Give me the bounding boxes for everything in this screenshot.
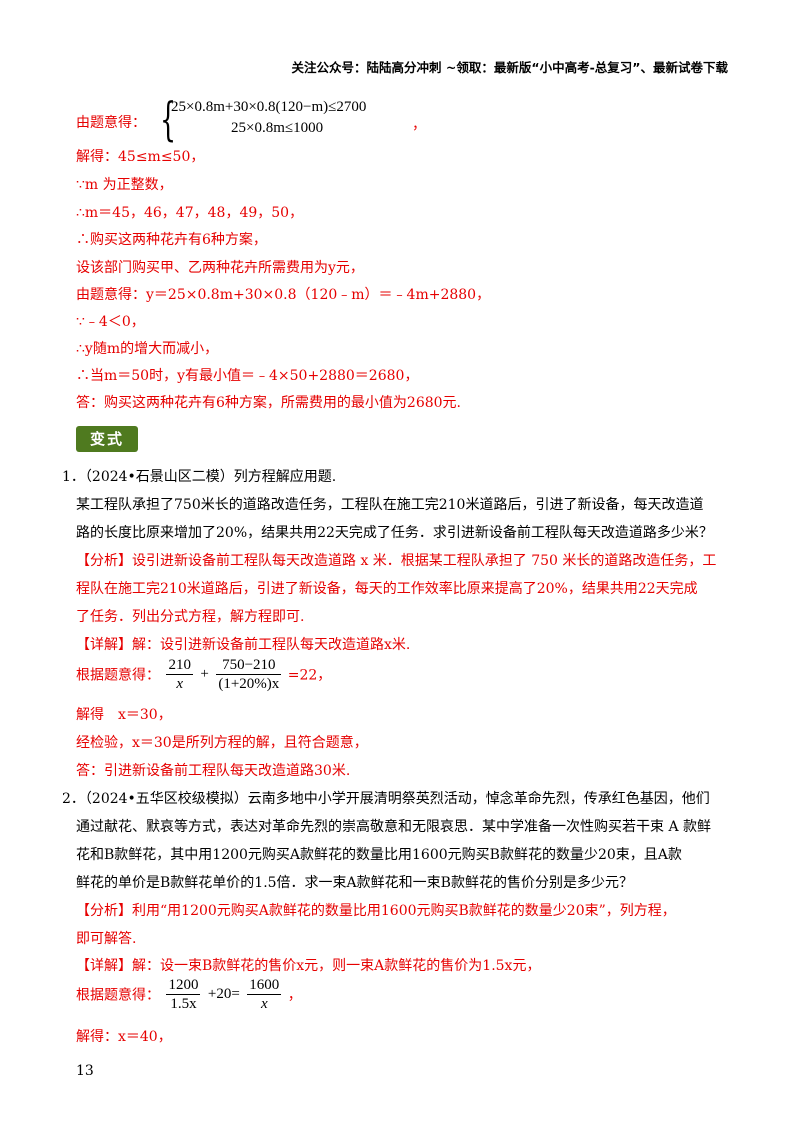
q2-analysis-line: 即可解答. xyxy=(76,931,137,947)
q1-fraction-1: 210 x xyxy=(166,656,193,693)
solution-line: 答：购买这两种花卉有6种方案，所需费用的最小值为2680元. xyxy=(76,395,461,411)
solution-line: 解得：45≤m≤50， xyxy=(76,149,205,165)
q2-equation: 根据题意得： 1200 1.5x +20= 1600 x ， xyxy=(76,976,302,1013)
q2-frac2-den: x xyxy=(260,996,268,1012)
q1-equation: 根据题意得： 210 x + 750−210 (1+20%)x =22， xyxy=(76,656,331,693)
q1-plus: + xyxy=(200,666,209,682)
q1-body-line: 路的长度比原来增加了20%，结果共用22天完成了任务．求引进新设备前工程队每天改… xyxy=(76,525,713,541)
q2-fraction-1: 1200 1.5x xyxy=(166,976,201,1013)
variant-badge: 变式 xyxy=(76,426,138,452)
solution-line: ∴当m＝50时，y有最小值＝﹣4×50+2880＝2680， xyxy=(76,368,419,384)
q1-frac1-num: 210 xyxy=(166,657,193,675)
q2-frac1-den: 1.5x xyxy=(170,996,197,1012)
q2-frac2-num: 1600 xyxy=(247,977,282,995)
system-comma: ， xyxy=(412,117,426,133)
q2-analysis-line: 【分析】利用“用1200元购买A款鲜花的数量比用1600元购买B款鲜花的数量少2… xyxy=(76,903,676,919)
solution-line: 由题意得：y＝25×0.8m+30×0.8（120﹣m）＝﹣4m+2880， xyxy=(76,287,491,303)
q2-eq-end: ， xyxy=(287,987,302,1004)
q1-body-line: 某工程队承担了750米长的道路改造任务，工程队在施工完210米道路后，引进了新设… xyxy=(76,497,704,513)
q1-after-line: 解得 x＝30， xyxy=(76,707,172,723)
solution-line: ∴购买这两种花卉有6种方案， xyxy=(76,232,267,248)
brace-icon: { xyxy=(160,92,177,146)
solution-line: ∴y随m的增大而减小， xyxy=(76,341,219,357)
solution-line: ∵﹣4＜0， xyxy=(76,314,145,330)
q1-detail: 【详解】解：设引进新设备前工程队每天改造道路x米. xyxy=(76,637,411,653)
q2-body-line: 通过献花、默哀等方式，表达对革命先烈的崇高敬意和无限哀思．某中学准备一次性购买若… xyxy=(76,819,712,835)
q2-eq-label: 根据题意得： xyxy=(76,987,160,1004)
q2-body-line: 鲜花的单价是B款鲜花单价的1.5倍．求一束A款鲜花和一束B款鲜花的售价分别是多少… xyxy=(76,875,633,891)
q1-eq-rhs: =22， xyxy=(287,667,332,684)
page-header: 关注公众号：陆陆高分冲刺 ~领取：最新版“小中高考-总复习”、最新试卷下载 xyxy=(291,60,728,75)
solution-line: ∴m＝45，46，47，48，49，50， xyxy=(76,205,304,221)
q1-title: 1．（2024•石景山区二模）列方程解应用题. xyxy=(62,469,337,485)
q1-after-line: 经检验，x＝30是所列方程的解，且符合题意， xyxy=(76,735,368,751)
solution-line: 设该部门购买甲、乙两种花卉所需费用为y元， xyxy=(76,260,364,276)
q2-frac1-num: 1200 xyxy=(166,977,201,995)
q1-fraction-2: 750−210 (1+20%)x xyxy=(216,656,282,693)
solution-line: ∵m 为正整数， xyxy=(76,177,173,193)
system-eq-2: 25×0.8m≤1000 xyxy=(231,120,324,136)
q2-after-line: 解得：x＝40， xyxy=(76,1029,172,1045)
q1-frac2-num: 750−210 xyxy=(216,656,282,675)
q1-analysis-line: 程队在施工完210米道路后，引进了新设备，每天的工作效率比原来提高了20%，结果… xyxy=(76,581,698,597)
q2-mid: +20= xyxy=(207,986,240,1002)
q1-frac2-den: (1+20%)x xyxy=(218,676,280,692)
q1-after-line: 答：引进新设备前工程队每天改造道路30米. xyxy=(76,763,351,779)
q1-analysis-line: 【分析】设引进新设备前工程队每天改造道路 x 米．根据某工程队承担了 750 米… xyxy=(76,553,717,569)
system-eq-1: 25×0.8m+30×0.8(120−m)≤2700 xyxy=(171,99,367,115)
q1-frac1-den: x xyxy=(176,676,184,692)
q2-body-line: 花和B款鲜花，其中用1200元购买A款鲜花的数量比用1600元购买B款鲜花的数量… xyxy=(76,847,682,863)
system-label: 由题意得： xyxy=(76,115,146,131)
q2-detail: 【详解】解：设一束B款鲜花的售价x元，则一束A款鲜花的售价为1.5x元， xyxy=(76,958,541,974)
q2-title: 2．（2024•五华区校级模拟）云南多地中小学开展清明祭英烈活动，悼念革命先烈，… xyxy=(62,791,710,807)
page-number: 13 xyxy=(76,1063,94,1079)
q1-analysis-line: 了任务．列出分式方程，解方程即可. xyxy=(76,609,305,625)
q2-fraction-2: 1600 x xyxy=(247,976,282,1013)
q1-eq-label: 根据题意得： xyxy=(76,667,160,684)
